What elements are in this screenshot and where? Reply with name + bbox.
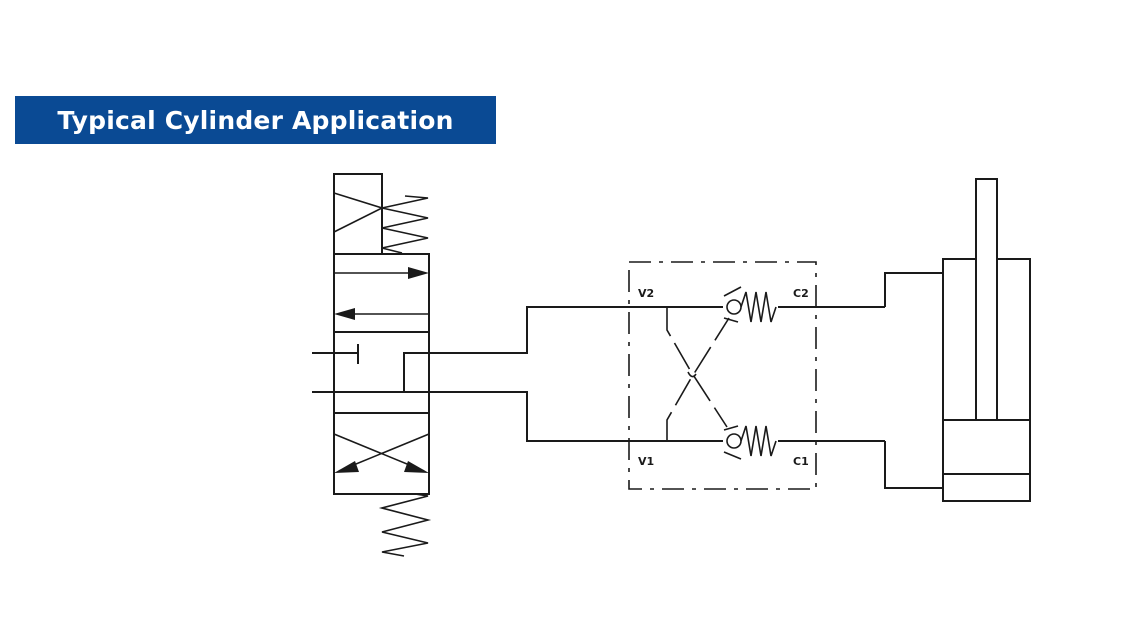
pilot-line-v1-to-c2 <box>666 317 730 441</box>
pilot-check-valve-block: V2 C2 V1 C1 <box>628 261 885 490</box>
valve-block-boundary <box>628 261 817 490</box>
arrow-head-icon <box>408 267 429 279</box>
arrow-head-icon <box>404 461 429 473</box>
pilot-line-v2-to-c1 <box>666 307 728 428</box>
hydraulic-lines-left <box>429 306 629 442</box>
top-spring-icon <box>381 195 429 254</box>
valve-top-actuator-wedge <box>333 192 385 233</box>
hydraulic-cylinder <box>942 178 1031 502</box>
cylinder-barrel <box>942 258 1031 502</box>
valve-body <box>333 253 430 495</box>
check-spring-icon <box>740 291 777 323</box>
check-seat-icon <box>723 451 742 460</box>
check-ball-icon <box>726 299 742 315</box>
directional-valve <box>312 173 432 557</box>
bottom-spring-icon <box>378 493 432 557</box>
check-seat-icon <box>723 317 739 323</box>
page-title: Typical Cylinder Application <box>15 96 496 144</box>
arrow-head-icon <box>334 308 355 320</box>
port-label-c2: C2 <box>793 287 809 300</box>
line-to-v1 <box>429 391 629 442</box>
check-seat-icon <box>723 425 739 431</box>
port-label-c1: C1 <box>793 455 809 468</box>
valve-top-actuator <box>333 173 383 255</box>
arrow-head-icon <box>334 461 359 473</box>
check-ball-icon <box>726 433 742 449</box>
hydraulic-lines-right <box>884 272 943 489</box>
check-spring-icon <box>740 425 777 457</box>
line-to-v2 <box>429 306 629 354</box>
port-label-v1: V1 <box>638 455 654 468</box>
center-passage <box>403 352 429 392</box>
check-seat-icon <box>723 286 742 297</box>
port-label-v2: V2 <box>638 287 654 300</box>
pilot-crossover-icon <box>687 371 697 378</box>
line-to-cap-end <box>884 441 943 489</box>
cylinder-rod <box>975 178 998 421</box>
line-to-rod-end <box>884 272 943 307</box>
